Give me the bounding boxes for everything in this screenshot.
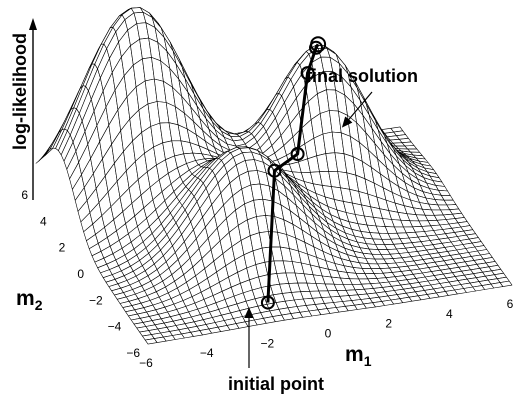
iteration-marker <box>267 163 282 178</box>
final-solution-label: final solution <box>306 66 418 86</box>
iteration-marker <box>309 40 323 55</box>
iteration-marker <box>290 147 305 161</box>
m2-tick-label: −6 <box>126 346 140 360</box>
m1-tick-labels: −6 −4 −2 0 2 4 6 <box>139 297 514 370</box>
m1-tick-label: −2 <box>260 336 274 350</box>
m1-tick-label: −6 <box>139 356 153 370</box>
surface-mesh-cell <box>499 280 513 287</box>
m1-tick-label: 0 <box>325 327 332 341</box>
m2-tick-label: −2 <box>89 293 103 307</box>
m2-tick-label: −4 <box>108 320 122 334</box>
iteration-marker <box>300 66 315 81</box>
m2-tick-label: 6 <box>21 188 28 202</box>
m1-axis-label: m1 <box>345 343 372 369</box>
z-axis-label: log-likelihood <box>10 33 30 150</box>
m2-tick-label: 0 <box>77 267 84 281</box>
m1-tick-label: 4 <box>446 307 453 321</box>
surface-mesh <box>35 7 513 345</box>
m1-tick-label: 2 <box>385 317 392 331</box>
m1-axis-subscript: 1 <box>364 353 372 369</box>
m2-axis-subscript: 2 <box>35 297 43 313</box>
z-axis-arrow <box>29 18 37 30</box>
m2-tick-label: 4 <box>40 214 47 228</box>
m2-tick-label: 2 <box>59 241 66 255</box>
initial-point-label: initial point <box>228 374 324 394</box>
final-solution-marker <box>310 36 327 53</box>
optimization-path <box>260 36 327 310</box>
m1-tick-label: 6 <box>507 297 514 311</box>
m2-axis-label: m2 <box>16 287 43 313</box>
path-line <box>266 43 320 303</box>
m1-tick-label: −4 <box>200 346 214 360</box>
initial-point-marker <box>260 295 275 310</box>
final-solution-arrow <box>341 91 373 128</box>
